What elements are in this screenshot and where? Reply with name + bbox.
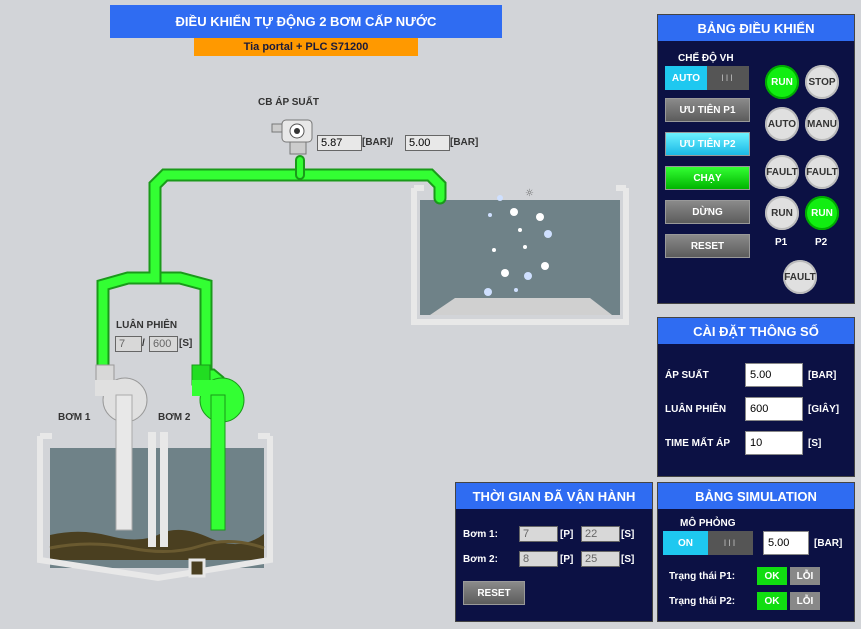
simulation-unit: [BAR] <box>814 538 843 549</box>
runtime-p1-sec: 22 <box>581 526 620 542</box>
runtime-p1-u2: [S] <box>621 529 635 540</box>
sim-p1-label: Trạng thái P1: <box>669 571 736 582</box>
simulation-pressure-input[interactable]: 5.00 <box>763 531 809 555</box>
rotation-sep: / <box>142 338 145 349</box>
fault-indicator-1: FAULT <box>765 155 799 189</box>
source-tank <box>37 432 273 582</box>
mode-toggle[interactable]: AUTO III <box>665 66 749 90</box>
sim-p2-error-button[interactable]: LỖI <box>790 592 820 610</box>
settings-panel-title: CÀI ĐẶT THÔNG SỐ <box>658 318 854 344</box>
rotation-total: 600 <box>149 336 178 352</box>
setting-rotation-label: LUÂN PHIÊN <box>665 404 727 415</box>
pressure-sensor-label: CB ÁP SUẤT <box>258 97 319 108</box>
runtime-p2-min: 8 <box>519 551 558 567</box>
runtime-p1-label: Bơm 1: <box>463 529 498 540</box>
mode-manual[interactable]: III <box>707 66 749 90</box>
setting-rotation-unit: [GIÂY] <box>808 404 840 415</box>
setting-pressure-label: ÁP SUẤT <box>665 370 709 381</box>
pump-2-label: BƠM 2 <box>158 412 191 423</box>
runtime-panel-title: THỜI GIAN ĐÃ VẬN HÀNH <box>456 483 652 509</box>
sim-p1-ok-button[interactable]: OK <box>757 567 787 585</box>
priority-p2-button[interactable]: ƯU TIÊN P2 <box>665 132 750 156</box>
page-subtitle: Tia portal + PLC S71200 <box>194 38 418 56</box>
simulation-off[interactable]: III <box>708 531 753 555</box>
runtime-reset-button[interactable]: RESET <box>463 581 525 605</box>
stop-button[interactable]: DỪNG <box>665 200 750 224</box>
rotation-unit: [S] <box>179 338 193 349</box>
fault-indicator-3: FAULT <box>783 260 817 294</box>
process-diagram: ☼ <box>37 119 629 582</box>
destination-tank: ☼ <box>411 185 629 325</box>
runtime-p1-u1: [P] <box>560 529 574 540</box>
rotation-current: 7 <box>115 336 142 352</box>
sim-p1-error-button[interactable]: LỖI <box>790 567 820 585</box>
runtime-p1-min: 7 <box>519 526 558 542</box>
simulation-on[interactable]: ON <box>663 531 708 555</box>
runtime-p2-sec: 25 <box>581 551 620 567</box>
setting-rotation-input[interactable]: 600 <box>745 397 803 421</box>
runtime-p2-u1: [P] <box>560 554 574 565</box>
p2-run-indicator: RUN <box>805 196 839 230</box>
auto-indicator: AUTO <box>765 107 799 141</box>
simulation-panel: BẢNG SIMULATION <box>657 482 855 622</box>
run-indicator: RUN <box>765 65 799 99</box>
pressure-unit-1: [BAR]/ <box>362 137 394 148</box>
setting-pressure-input[interactable]: 5.00 <box>745 363 803 387</box>
pump-1-label: BƠM 1 <box>58 412 91 423</box>
mode-label: CHẾ ĐỘ VH <box>678 53 734 64</box>
setting-time-unit: [S] <box>808 438 822 449</box>
rotation-label: LUÂN PHIÊN <box>116 320 178 331</box>
control-panel-title: BẢNG ĐIỀU KHIỂN <box>658 15 854 41</box>
pressure-setpoint: 5.00 <box>405 135 450 151</box>
pressure-sensor-icon <box>271 119 313 155</box>
manual-indicator: MANU <box>805 107 839 141</box>
sim-p2-label: Trạng thái P2: <box>669 596 736 607</box>
pump-2 <box>191 364 245 531</box>
page-title: ĐIỀU KHIỂN TỰ ĐỘNG 2 BƠM CẤP NƯỚC <box>110 5 502 38</box>
pump-1 <box>95 364 148 531</box>
mode-auto[interactable]: AUTO <box>665 66 707 90</box>
pressure-value: 5.87 <box>317 135 362 151</box>
p1-label: P1 <box>775 237 788 248</box>
svg-text:☼: ☼ <box>525 188 534 199</box>
priority-p1-button[interactable]: ƯU TIÊN P1 <box>665 98 750 122</box>
runtime-p2-label: Bơm 2: <box>463 554 498 565</box>
simulation-mode-label: MÔ PHỎNG <box>680 518 736 529</box>
simulation-toggle[interactable]: ON III <box>663 531 753 555</box>
setting-time-input[interactable]: 10 <box>745 431 803 455</box>
pressure-unit-2: [BAR] <box>450 137 479 148</box>
sim-p2-ok-button[interactable]: OK <box>757 592 787 610</box>
simulation-panel-title: BẢNG SIMULATION <box>658 483 854 509</box>
p2-label: P2 <box>815 237 828 248</box>
p1-run-indicator: RUN <box>765 196 799 230</box>
run-button[interactable]: CHẠY <box>665 166 750 190</box>
reset-button[interactable]: RESET <box>665 234 750 258</box>
setting-time-label: TIME MẤT ÁP <box>665 438 730 449</box>
stop-indicator: STOP <box>805 65 839 99</box>
fault-indicator-2: FAULT <box>805 155 839 189</box>
runtime-p2-u2: [S] <box>621 554 635 565</box>
setting-pressure-unit: [BAR] <box>808 370 837 381</box>
